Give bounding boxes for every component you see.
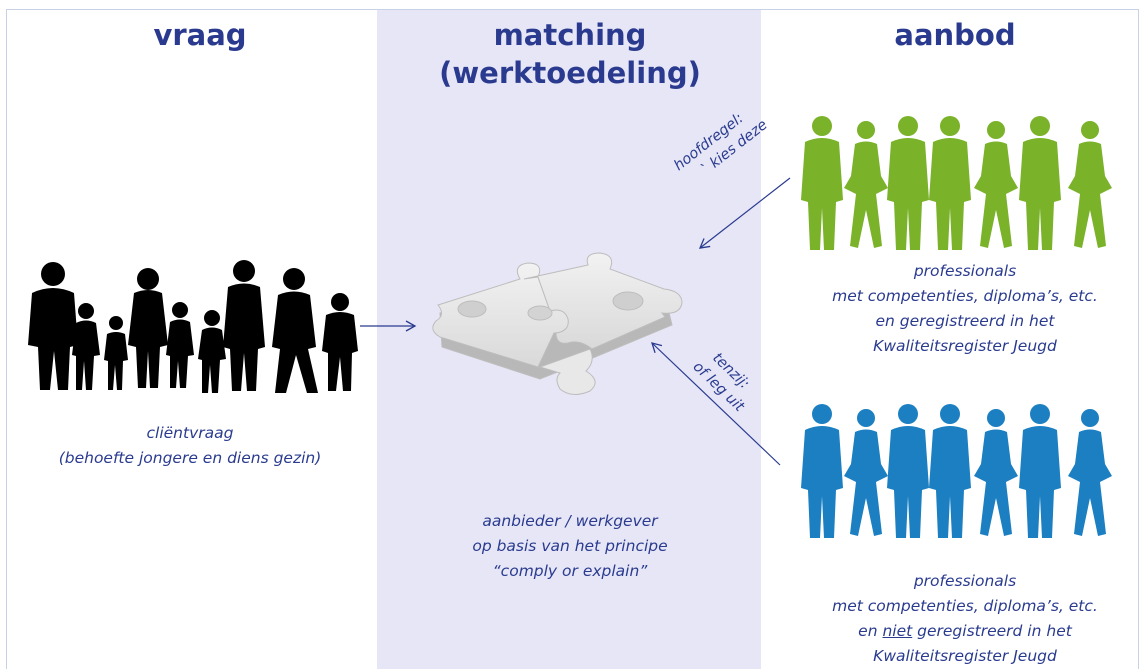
professional-man-silhouette <box>801 138 843 250</box>
professional-man-silhouette <box>801 426 843 538</box>
professional-woman-silhouette <box>844 429 888 536</box>
unregistered-professionals-icon <box>801 404 1112 538</box>
niet-emphasis: niet <box>882 622 913 640</box>
professional-head <box>1030 116 1050 136</box>
puzzle-pieces-icon <box>432 252 683 395</box>
top-margin <box>0 0 1145 9</box>
unregistered-caption-prefix: en <box>858 622 883 640</box>
professional-head <box>1081 121 1099 139</box>
unregistered-caption-suffix: geregistreerd in het <box>912 622 1072 640</box>
matching-heading-line-1: matching <box>493 18 647 52</box>
professional-head <box>857 121 875 139</box>
registered-professionals-caption: professionals met competenties, diploma’… <box>790 259 1140 359</box>
professional-man-silhouette <box>887 138 929 250</box>
aanbieder-caption-line-1: aanbieder / werkgever <box>482 512 658 530</box>
professional-woman-silhouette <box>974 141 1018 248</box>
unregistered-professionals-caption: professionals met competenties, diploma’… <box>790 569 1140 669</box>
unregistered-caption-line-2: met competenties, diploma’s, etc. <box>832 597 1098 615</box>
registered-caption-line-1: professionals <box>913 262 1017 280</box>
professional-man-silhouette <box>1019 138 1061 250</box>
unregistered-caption-line-1: professionals <box>913 572 1017 590</box>
professional-man-silhouette <box>929 426 971 538</box>
frame-left-border <box>6 9 7 669</box>
aanbieder-caption-line-3: “comply or explain” <box>492 562 648 580</box>
professional-head <box>857 409 875 427</box>
professional-head <box>898 404 918 424</box>
professional-head <box>987 121 1005 139</box>
professional-head <box>898 116 918 136</box>
frame-right-border <box>1138 9 1139 669</box>
professional-head <box>1081 409 1099 427</box>
aanbieder-caption: aanbieder / werkgever op basis van het p… <box>410 509 730 584</box>
professional-man-silhouette <box>887 426 929 538</box>
professional-man-silhouette <box>1019 426 1061 538</box>
registered-caption-line-2: met competenties, diploma’s, etc. <box>832 287 1098 305</box>
professional-woman-silhouette <box>1068 429 1112 536</box>
clientvraag-caption: cliëntvraag (behoefte jongere en diens g… <box>30 421 350 471</box>
unregistered-caption-line-4: Kwaliteitsregister Jeugd <box>873 647 1057 665</box>
registered-caption-line-4: Kwaliteitsregister Jeugd <box>873 337 1057 355</box>
clientvraag-caption-line-1: cliëntvraag <box>146 424 234 442</box>
family-silhouette-icon <box>28 260 358 393</box>
professional-woman-silhouette <box>974 429 1018 536</box>
aanbieder-caption-line-2: op basis van het principe <box>472 537 668 555</box>
professional-head <box>940 116 960 136</box>
registered-caption-line-3: en geregistreerd in het <box>875 312 1055 330</box>
professional-head <box>812 116 832 136</box>
vraag-heading: vraag <box>153 18 247 52</box>
registered-to-matching-arrow <box>698 177 791 249</box>
professional-head <box>987 409 1005 427</box>
clientvraag-caption-line-2: (behoefte jongere en diens gezin) <box>58 449 322 467</box>
professional-woman-silhouette <box>1068 141 1112 248</box>
professional-man-silhouette <box>929 138 971 250</box>
professional-head <box>1030 404 1050 424</box>
aanbod-heading: aanbod <box>894 18 1016 52</box>
matching-heading-line-2: (werktoedeling) <box>439 56 701 90</box>
professional-head <box>812 404 832 424</box>
unregistered-caption-line-3: en niet geregistreerd in het <box>790 619 1140 644</box>
professional-head <box>940 404 960 424</box>
frame-top-border <box>6 9 1139 10</box>
registered-professionals-icon <box>801 116 1112 250</box>
matching-heading: matching (werktoedeling) <box>420 16 720 92</box>
unregistered-to-matching-arrow <box>651 342 781 466</box>
professional-woman-silhouette <box>844 141 888 248</box>
